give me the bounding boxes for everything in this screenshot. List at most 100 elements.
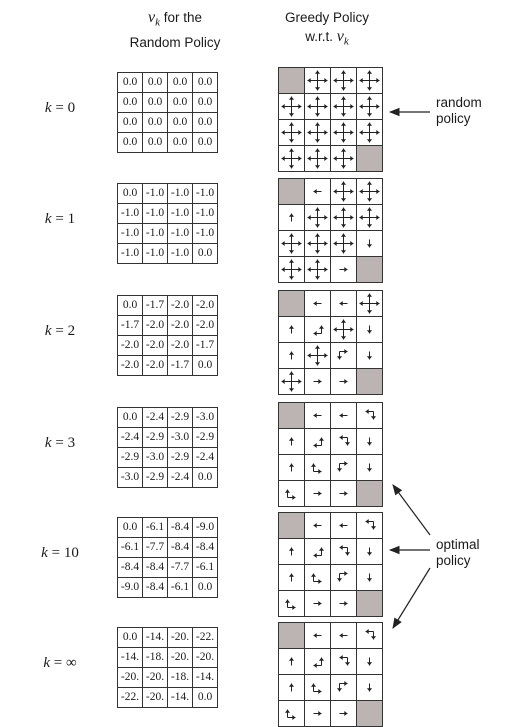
value-cell: -14. <box>142 627 168 648</box>
arrow-u-icon-head <box>366 293 373 297</box>
arrow-l-icon-head <box>333 103 337 110</box>
arrow-r-icon-head <box>298 240 302 247</box>
k-symbol: k <box>44 435 52 451</box>
arrow-r-icon-head <box>344 378 348 385</box>
value-cell: -2.4 <box>117 427 143 448</box>
terminal-cell <box>356 480 383 507</box>
cell-box <box>356 480 383 507</box>
arrow-l-icon-head <box>333 214 337 221</box>
k-equals: = <box>47 545 64 561</box>
policy-header-line1: Greedy Policy <box>284 10 370 25</box>
arrow-r-icon-head <box>318 490 322 497</box>
value-cell: 0.0 <box>167 92 193 113</box>
arrow-d-icon-head <box>288 113 295 117</box>
arrow-d-icon-head <box>340 198 347 202</box>
arrow-d-icon-head <box>336 468 343 472</box>
terminal-cell <box>278 290 305 317</box>
value-cell: -3.0 <box>117 467 143 488</box>
value-row: -14.-18.-20.-20. <box>117 647 218 668</box>
value-cell: -1.0 <box>117 223 143 244</box>
arrow-r-icon-head <box>292 494 296 501</box>
policy-cell <box>278 564 305 591</box>
value-row: 0.0-6.1-8.4-9.0 <box>117 517 218 538</box>
arrow-u-icon-head <box>340 96 347 100</box>
arrow-d-icon-head <box>366 224 373 228</box>
policy-cell <box>330 93 357 120</box>
value-cell: -2.9 <box>142 427 168 448</box>
policy-cell <box>304 178 331 205</box>
arrow-d-icon-head <box>366 442 373 446</box>
arrow-r-icon-head <box>344 266 348 273</box>
k-label: k = 0 <box>30 100 90 117</box>
value-cell: -2.0 <box>192 315 218 336</box>
k-label: k = 10 <box>30 545 90 562</box>
arrow-l-icon-head <box>313 662 317 669</box>
policy-cell <box>330 67 357 94</box>
value-cell: 0.0 <box>142 132 168 153</box>
arrow-l-icon-head <box>333 188 337 195</box>
cell-box <box>330 648 357 675</box>
arrow-l-icon-head <box>333 240 337 247</box>
cell-box <box>356 145 383 172</box>
value-cell: -1.0 <box>167 183 193 204</box>
optimal-policy-label: optimal policy <box>436 537 480 569</box>
arrow-d-icon-head <box>366 198 373 202</box>
policy-cell <box>304 230 331 257</box>
arrow-r-icon-head <box>298 155 302 162</box>
arrow-d-icon-head <box>370 636 377 640</box>
cell-box <box>356 622 383 649</box>
cell-box <box>278 290 305 317</box>
value-cell: 0.0 <box>167 132 193 153</box>
value-cell: -9.0 <box>117 577 143 598</box>
policy-cell <box>278 480 305 507</box>
policy-cell <box>278 700 305 727</box>
value-cell: -20. <box>117 667 143 688</box>
arrow-u-icon-head <box>310 573 317 577</box>
arrow-l-icon-head <box>339 300 343 307</box>
cell-box <box>330 480 357 507</box>
value-cell: 0.0 <box>167 72 193 93</box>
policy-grid <box>278 622 383 727</box>
k-label: k = 3 <box>30 435 90 452</box>
cell-box <box>356 512 383 539</box>
value-cell: -1.7 <box>117 315 143 336</box>
policy-cell <box>330 204 357 231</box>
k-equals: = <box>51 211 68 227</box>
policy-column-header: Greedy Policy w.r.t. vk <box>262 8 392 52</box>
cell-box <box>330 454 357 481</box>
policy-cell <box>304 256 331 283</box>
policy-cell <box>304 564 331 591</box>
value-table: 0.0-14.-20.-22.-14.-18.-20.-20.-20.-20.-… <box>117 627 218 708</box>
value-cell: -18. <box>167 667 193 688</box>
arrow-u-icon-head <box>310 463 317 467</box>
arrow-r-icon-head <box>324 240 328 247</box>
value-row: 0.0-1.0-1.0-1.0 <box>117 183 218 204</box>
value-row: -1.7-2.0-2.0-2.0 <box>117 315 218 336</box>
arrow-d-icon-head <box>314 250 321 254</box>
value-cell: -2.0 <box>192 295 218 316</box>
value-cell: 0.0 <box>192 92 218 113</box>
terminal-cell <box>356 590 383 617</box>
policy-cell <box>278 256 305 283</box>
arrow-u-icon-head <box>366 207 373 211</box>
value-cell: -3.0 <box>142 447 168 468</box>
value-cell: -20. <box>142 667 168 688</box>
arrow-d-icon-head <box>370 526 377 530</box>
arrow-r-icon-head <box>376 77 380 84</box>
policy-cell <box>356 178 383 205</box>
arrow-l-icon-head <box>359 129 363 136</box>
arrow-d-icon-head <box>336 578 343 582</box>
k-value: 10 <box>63 545 79 561</box>
value-cell: 0.0 <box>117 72 143 93</box>
cell-box <box>304 564 331 591</box>
value-cell: -2.0 <box>142 335 168 356</box>
policy-cell <box>330 230 357 257</box>
arrow-u-icon-head <box>288 122 295 126</box>
terminal-cell <box>356 256 383 283</box>
policy-cell <box>304 145 331 172</box>
value-cell: -3.0 <box>167 427 193 448</box>
arrow-l-icon-head <box>313 442 317 449</box>
policy-cell <box>330 145 357 172</box>
policy-cell <box>304 674 331 701</box>
k-value: 2 <box>67 323 76 339</box>
